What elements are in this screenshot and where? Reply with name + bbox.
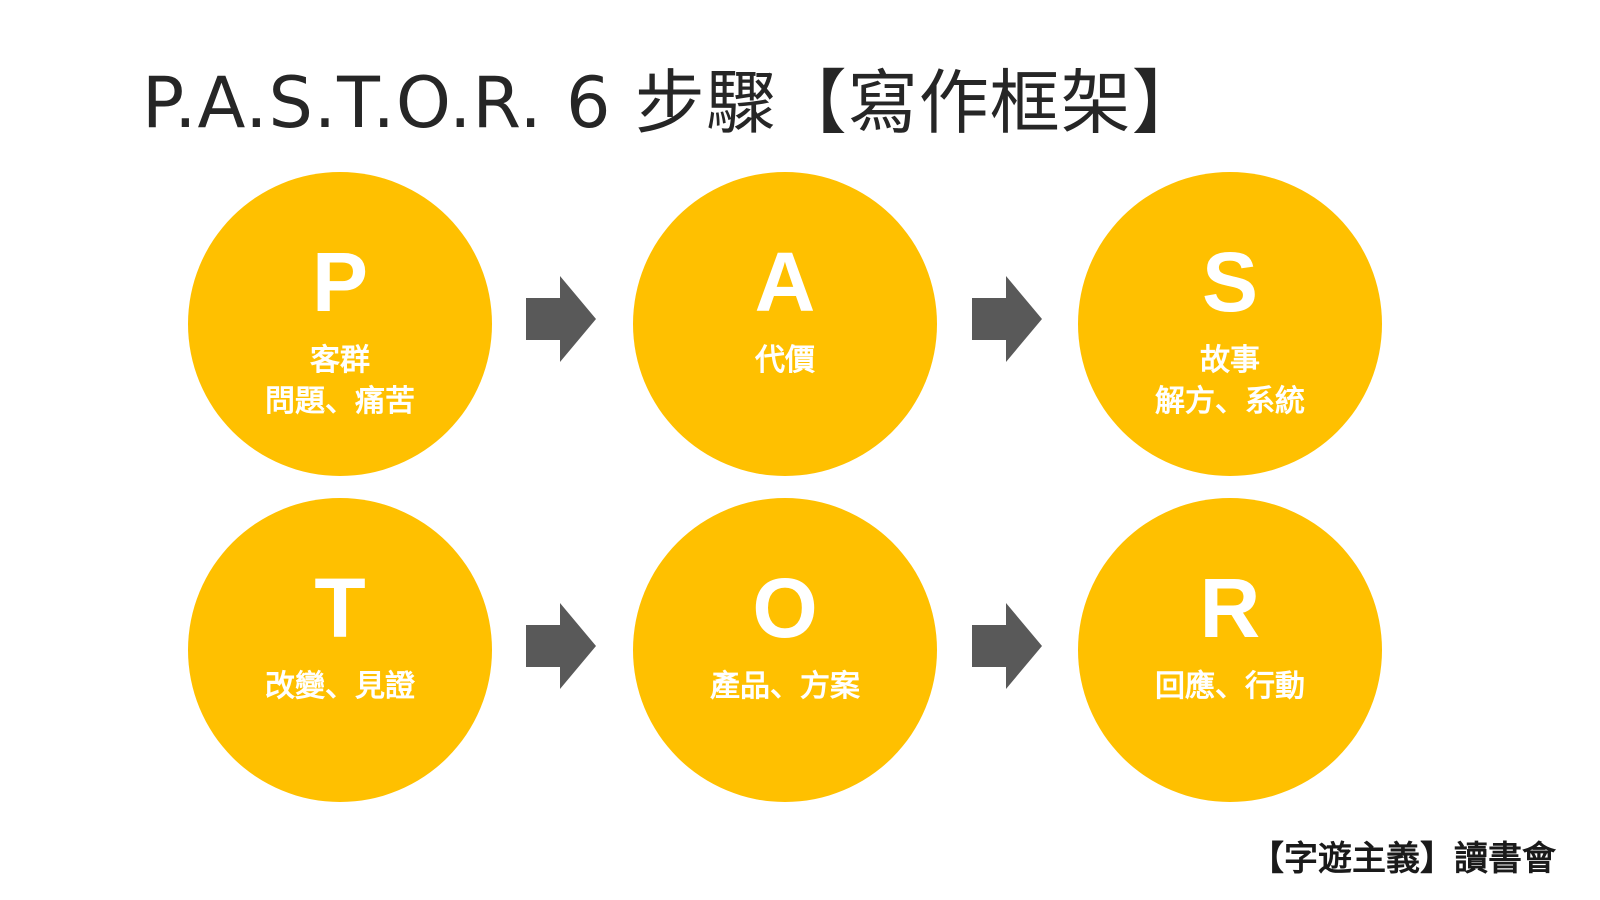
step-circle-a: A 代價 <box>633 172 937 476</box>
step-description-line: 解方、系統 <box>1155 384 1305 419</box>
step-description-line: 產品、方案 <box>710 669 860 704</box>
step-description-line: 代價 <box>755 343 815 378</box>
step-circle-p: P 客群 問題、痛苦 <box>188 172 492 476</box>
step-circle-s: S 故事 解方、系統 <box>1078 172 1382 476</box>
step-letter: A <box>754 235 816 329</box>
step-description: 代價 <box>633 340 937 381</box>
step-description-line: 回應、行動 <box>1155 669 1305 704</box>
step-description: 客群 問題、痛苦 <box>188 340 492 422</box>
step-letter: R <box>1199 561 1261 655</box>
arrow-right-icon <box>972 276 1042 362</box>
footer-brand: 【字遊主義】讀書會 <box>1250 839 1556 879</box>
step-description-line: 問題、痛苦 <box>265 384 415 419</box>
step-description: 產品、方案 <box>633 666 937 707</box>
arrow-right-icon <box>526 603 596 689</box>
step-circle-t: T 改變、見證 <box>188 498 492 802</box>
arrow-right-icon <box>972 603 1042 689</box>
step-letter: P <box>311 235 369 329</box>
step-letter: S <box>1201 235 1259 329</box>
step-letter: T <box>314 561 366 655</box>
step-circle-r: R 回應、行動 <box>1078 498 1382 802</box>
step-description: 改變、見證 <box>188 666 492 707</box>
step-description: 故事 解方、系統 <box>1078 340 1382 422</box>
page-title: P.A.S.T.O.R. 6 步驟【寫作框架】 <box>142 62 1203 144</box>
step-description-line: 故事 <box>1200 343 1260 378</box>
step-description: 回應、行動 <box>1078 666 1382 707</box>
step-circle-o: O 產品、方案 <box>633 498 937 802</box>
arrow-right-icon <box>526 276 596 362</box>
step-description-line: 改變、見證 <box>265 669 415 704</box>
step-letter: O <box>752 561 818 655</box>
step-description-line: 客群 <box>310 343 370 378</box>
